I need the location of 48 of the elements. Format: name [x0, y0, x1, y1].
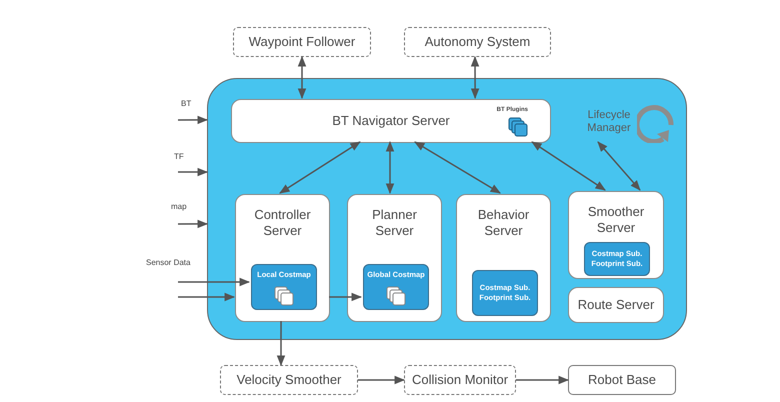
- node-title: Autonomy System: [424, 34, 530, 50]
- node-title: Controller Server: [253, 207, 312, 239]
- node-title: BT Navigator Server: [332, 113, 450, 129]
- arrow: [178, 168, 208, 176]
- arrow: [414, 141, 501, 194]
- arrow: [597, 141, 641, 191]
- server-box: [347, 194, 442, 322]
- arrow: [178, 220, 208, 228]
- input-label: Sensor Data: [145, 258, 192, 267]
- dashed-box: [220, 365, 358, 395]
- arrow: [329, 292, 362, 302]
- node-title: Route Server: [578, 297, 654, 313]
- module-box: [363, 264, 429, 310]
- module-box: [472, 270, 538, 316]
- arrow: [178, 116, 208, 124]
- arrow: [516, 376, 570, 384]
- input-label: map: [170, 202, 188, 211]
- dashed-box: [233, 27, 371, 57]
- server-box: [235, 194, 330, 322]
- arrow: [178, 278, 250, 286]
- arrow: [298, 56, 306, 100]
- input-label: BT: [180, 99, 192, 108]
- module-box: [251, 264, 317, 310]
- server-box: [568, 191, 664, 279]
- arrow: [386, 140, 394, 194]
- manager-label: Lifecycle Manager: [586, 109, 632, 135]
- node-title: Waypoint Follower: [248, 34, 356, 50]
- node-title: Smoother Server: [586, 204, 646, 236]
- node-title: Velocity Smoother: [236, 372, 342, 388]
- node-title: Planner Server: [371, 207, 418, 239]
- dashed-box: [404, 27, 551, 57]
- server-box: [456, 194, 551, 322]
- node-title: Robot Base: [588, 372, 656, 388]
- arrow: [178, 292, 236, 302]
- node-title: Collision Monitor: [412, 372, 508, 388]
- module-box: [584, 242, 650, 276]
- server-box: [568, 287, 664, 323]
- input-label: TF: [173, 152, 185, 161]
- arrow: [531, 141, 606, 191]
- arrow: [470, 56, 480, 100]
- node-title: Behavior Server: [476, 207, 530, 239]
- container-panel: [207, 78, 687, 340]
- arrow: [358, 376, 406, 384]
- server-box: [231, 99, 551, 143]
- arrow: [276, 321, 286, 366]
- arrow: [279, 141, 361, 194]
- dashed-box: [404, 365, 516, 395]
- process-box: [568, 365, 676, 395]
